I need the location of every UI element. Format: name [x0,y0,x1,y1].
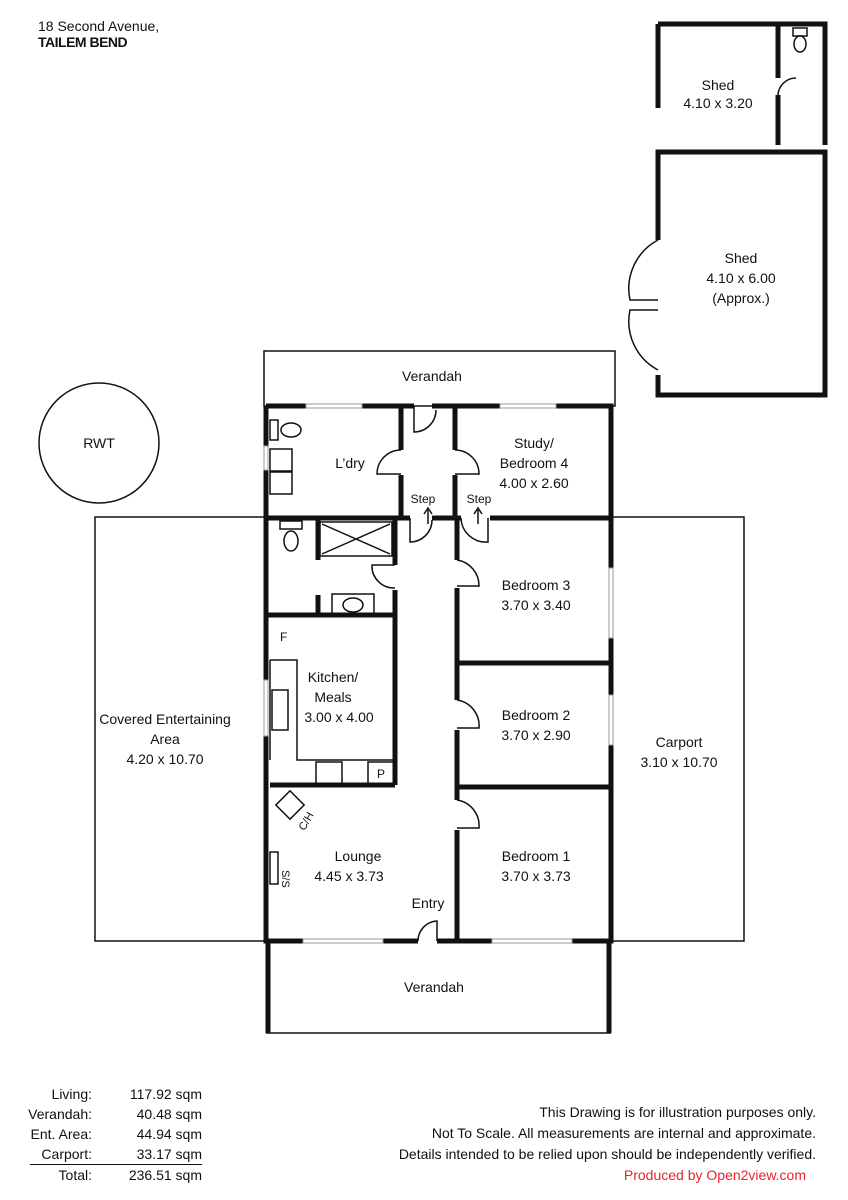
rooms-lounge-ch-label: C/H [297,810,317,832]
address-street: 18 Second Avenue, [38,18,160,34]
area-summary: Living: 117.92 sqm Verandah: 40.48 sqm Ent… [10,1084,202,1185]
rooms-study-dims-label: 4.00 x 2.60 [499,475,568,491]
rooms-bedroom3-name-label: Bedroom 3 [502,577,571,593]
areas-4-value-label: 236.51 sqm [128,1167,202,1183]
rooms-kitchen-name2-label: Meals [314,689,351,705]
rooms-carport-name-label: Carport [656,734,703,750]
disclaimer-0-label: This Drawing is for illustration purpose… [539,1104,816,1120]
rooms-kitchen-pantry-label: P [377,767,385,781]
rooms-bedroom2-dims-label: 3.70 x 2.90 [501,727,570,743]
verandah-bottom: Verandah [265,941,612,1034]
areas-1-label-label: Verandah: [28,1106,92,1122]
rooms-entry-label: Entry [412,895,445,911]
rooms-covered-name-label: Covered Entertaining [99,711,231,727]
rooms-lounge-name-label: Lounge [335,848,382,864]
rooms-kitchen-fridge-label: F [280,630,287,644]
rooms-shed1-dims-label: 4.10 x 3.20 [683,95,752,111]
sink-icon [271,689,289,731]
disclaimer-1-label: Not To Scale. All measurements are inter… [431,1125,816,1141]
rooms-kitchen-dims-label: 3.00 x 4.00 [304,709,373,725]
rooms-bedroom1-name-label: Bedroom 1 [502,848,571,864]
rooms-carport-dims-label: 3.10 x 10.70 [640,754,717,770]
toilet-icon [283,530,299,552]
areas-2-value-label: 44.94 sqm [136,1126,202,1142]
rainwater-tank: RWT [38,382,160,504]
address-suburb: TAILEM BEND [38,34,128,50]
shed-small: Shed 4.10 x 3.20 [655,21,828,145]
rooms-rwt-name-label: RWT [83,435,115,451]
trough-icon [269,448,293,472]
shed-large: Shed 4.10 x 6.00 (Approx.) [628,149,828,398]
rooms-covered-dims-label: 4.20 x 10.70 [126,751,203,767]
covered-entertaining-area [94,516,267,942]
rooms-shed2-dims-label: 4.10 x 6.00 [706,270,775,286]
toilet-icon [793,35,807,53]
basin-icon [331,593,375,616]
rooms-shed2-name-label: Shed [725,250,758,266]
producer-credit: Produced by Open2view.com [623,1167,806,1183]
rooms-verandah_bottom-name-label: Verandah [404,979,464,995]
rooms-bedroom1-dims-label: 3.70 x 3.73 [501,868,570,884]
disclaimer-2-label: Details intended to be relied upon shoul… [398,1146,816,1162]
disclaimer: This Drawing is for illustration purpose… [399,1102,816,1186]
rooms-laundry-name-label: L’dry [335,455,365,471]
areas-0-value-label: 117.92 sqm [129,1086,202,1102]
areas-3-value-label: 33.17 sqm [136,1146,202,1162]
areas-2-label-label: Ent. Area: [30,1126,92,1142]
rooms-study-name-label: Study/ [514,435,554,451]
address: 18 Second Avenue, TAILEM BEND [38,18,159,50]
carport [610,516,745,942]
rooms-bedroom2-name-label: Bedroom 2 [502,707,571,723]
rooms-verandah_top-name-label: Verandah [402,368,462,384]
rooms-shed1-name-label: Shed [702,77,735,93]
slow-combustion-icon [269,851,279,885]
areas-4-label-label: Total: [58,1167,92,1183]
heater-icon [274,789,306,821]
areas-3-label-label: Carport: [41,1146,92,1162]
floor-plan: Shed 4.10 x 3.20 Shed 4.10 x 6.00 (Appro… [38,21,828,1034]
bath-icon [319,521,393,557]
rooms-shed2-note-label: (Approx.) [712,290,770,306]
toilet-icon [280,422,302,438]
cooktop-icon [315,761,343,785]
rooms-step1-label: Step [411,492,436,506]
areas-0-label-label: Living: [51,1086,92,1102]
rooms-covered-name2-label: Area [150,731,180,747]
rooms-kitchen-name-label: Kitchen/ [308,669,359,685]
rooms-lounge-dims-label: 4.45 x 3.73 [314,868,383,884]
rooms-step2-label: Step [467,492,492,506]
rooms-bedroom3-dims-label: 3.70 x 3.40 [501,597,570,613]
house-walls [263,403,614,944]
rooms-study-name2-label: Bedroom 4 [500,455,569,471]
rooms-lounge-ss-label: S/S [279,870,291,888]
areas-1-value-label: 40.48 sqm [136,1106,202,1122]
